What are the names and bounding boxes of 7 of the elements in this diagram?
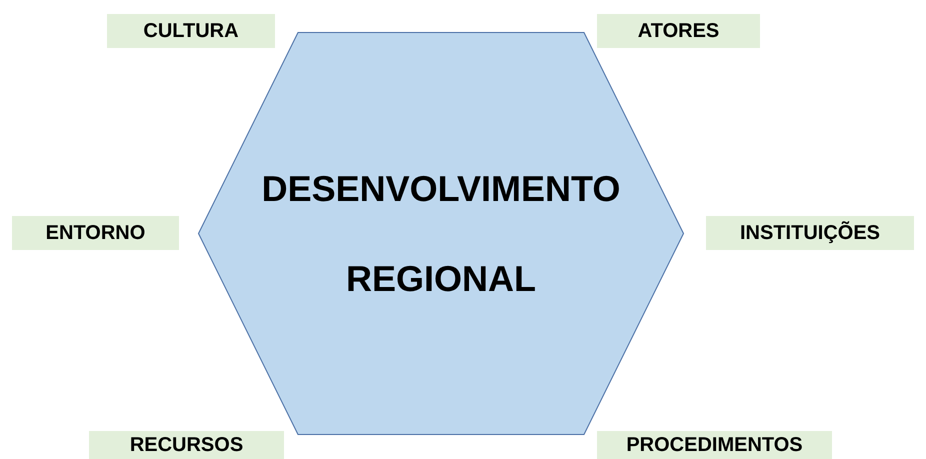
factor-label: ENTORNO [12, 216, 179, 250]
factor-label: RECURSOS [89, 431, 284, 459]
factor-label: INSTITUIÇÕES [706, 216, 914, 250]
center-title: DESENVOLVIMENTO REGIONAL [260, 166, 622, 300]
factor-label: CULTURA [107, 14, 275, 48]
factor-label: PROCEDIMENTOS [597, 431, 832, 459]
factor-label: ATORES [597, 14, 760, 48]
